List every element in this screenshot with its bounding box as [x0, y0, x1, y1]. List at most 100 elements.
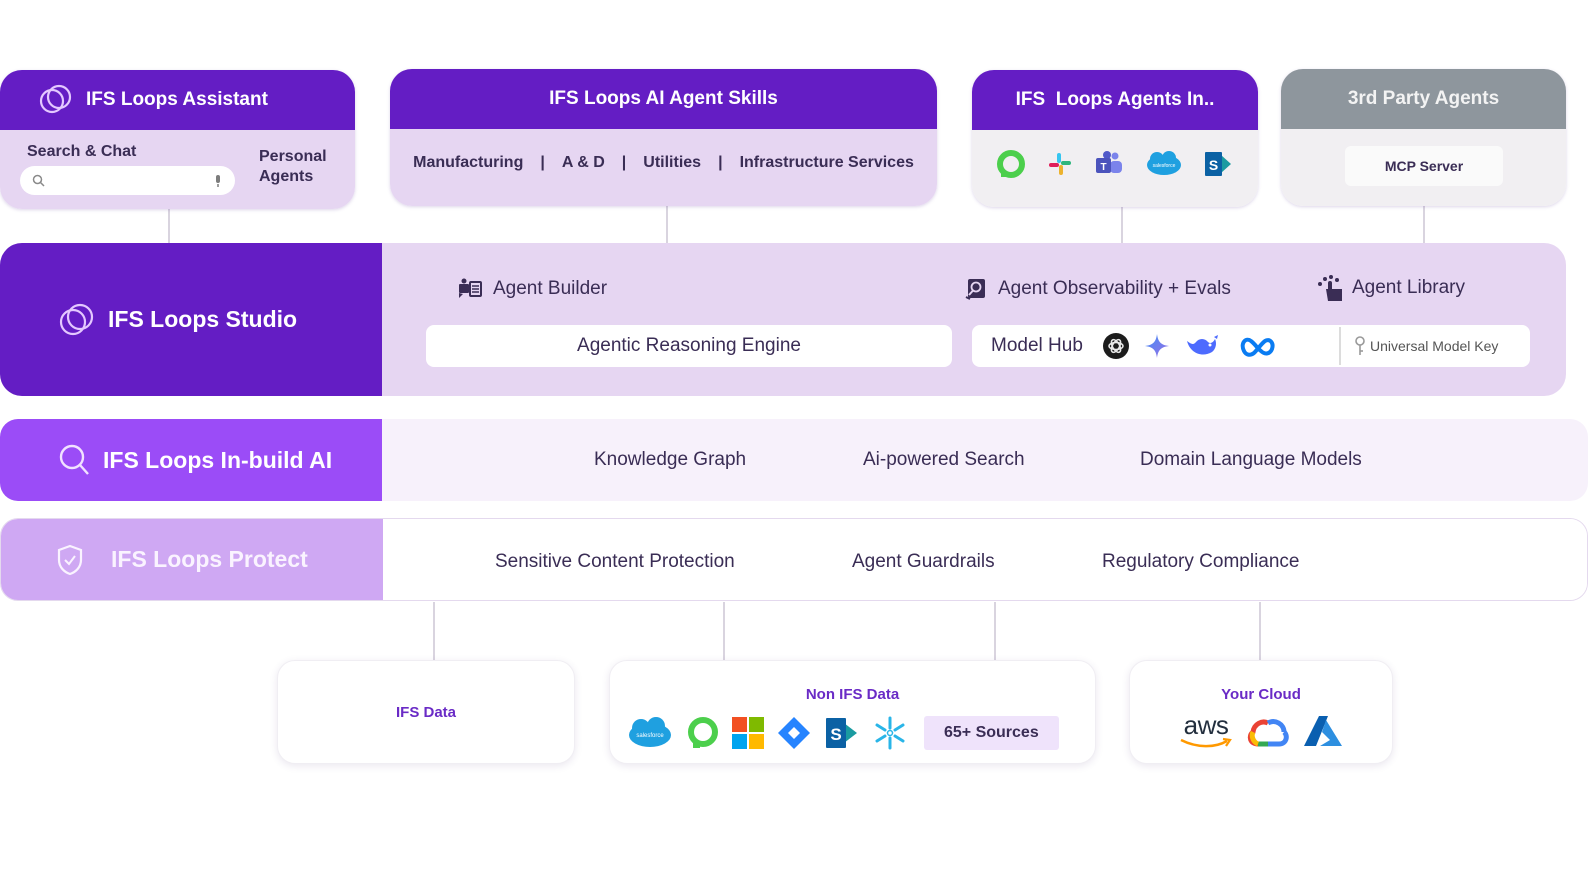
non-ifs-data-card: Non IFS Data salesforce S 65+ Sources [609, 660, 1096, 764]
mcp-server-button[interactable]: MCP Server [1345, 146, 1503, 186]
agents-in-card: IFS Loops Agents In.. T salesforce S [972, 70, 1258, 207]
svg-text:S: S [830, 725, 841, 744]
sharepoint-icon[interactable]: S [1203, 149, 1235, 179]
skill-item[interactable]: Manufacturing [413, 153, 524, 171]
salesforce-icon[interactable]: salesforce [626, 717, 674, 749]
cloud-providers-row: aws [1130, 711, 1392, 751]
gemini-icon[interactable] [1144, 333, 1170, 359]
inbuild-item[interactable]: Knowledge Graph [594, 449, 747, 470]
loops-logo-icon [58, 302, 96, 338]
protect-item[interactable]: Agent Guardrails [852, 551, 995, 572]
universal-model-key[interactable]: Universal Model Key [1354, 336, 1498, 356]
agent-library[interactable]: Agent Library [1316, 274, 1465, 302]
connector-line [433, 602, 435, 660]
openai-icon[interactable] [1102, 332, 1130, 360]
protect-item[interactable]: Regulatory Compliance [1102, 551, 1300, 572]
ifs-data-card[interactable]: IFS Data [277, 660, 575, 764]
svg-text:salesforce: salesforce [1152, 163, 1175, 169]
studio-content: Agent Builder Agent Observability + Eval… [382, 243, 1566, 396]
reasoning-engine-label: Agentic Reasoning Engine [577, 335, 801, 356]
agent-library-label: Agent Library [1352, 277, 1466, 298]
protect-label: IFS Loops Protect [1, 519, 383, 600]
agents-in-title: IFS Loops Agents In.. [1015, 89, 1215, 110]
salesforce-icon[interactable]: salesforce [1144, 150, 1184, 178]
jira-icon[interactable] [776, 715, 812, 751]
universal-model-key-label: Universal Model Key [1370, 338, 1499, 354]
ring-app-icon[interactable] [995, 148, 1027, 180]
search-input[interactable] [20, 166, 235, 195]
third-party-body: MCP Server [1281, 129, 1566, 206]
slack-icon[interactable] [1046, 150, 1074, 178]
third-party-title: 3rd Party Agents [1347, 88, 1500, 109]
assistant-title: IFS Loops Assistant [86, 89, 268, 110]
agents-in-body: T salesforce S [972, 130, 1258, 207]
ring-app-icon[interactable] [686, 716, 720, 750]
deepseek-icon[interactable] [1184, 333, 1220, 359]
inbuild-label: IFS Loops In-build AI [0, 419, 382, 501]
protect-item[interactable]: Sensitive Content Protection [495, 551, 735, 572]
meta-icon[interactable] [1238, 333, 1282, 359]
reasoning-engine-box[interactable]: Agentic Reasoning Engine [426, 325, 952, 367]
sources-count-badge[interactable]: 65+ Sources [924, 716, 1059, 750]
mcp-server-label: MCP Server [1384, 158, 1464, 174]
skill-separator: | [718, 153, 723, 171]
svg-text:S: S [1208, 157, 1217, 173]
your-cloud-title: Your Cloud [1221, 686, 1301, 703]
svg-text:T: T [1100, 162, 1106, 173]
agent-builder-icon [457, 277, 483, 301]
search-chat-label: Search & Chat [27, 143, 137, 160]
protect-layer: IFS Loops Protect Sensitive Content Prot… [0, 518, 1588, 601]
skills-body: Manufacturing | A & D | Utilities | Infr… [390, 129, 937, 206]
key-icon [1354, 336, 1366, 356]
sources-count-label: 65+ Sources [944, 724, 1039, 741]
agent-observability[interactable]: Agent Observability + Evals [964, 277, 1231, 301]
microphone-icon[interactable] [213, 174, 223, 188]
skill-item[interactable]: A & D [561, 153, 605, 171]
skills-header: IFS Loops AI Agent Skills [390, 69, 937, 129]
skill-item[interactable]: Utilities [643, 153, 702, 171]
snowflake-icon[interactable] [872, 715, 908, 751]
microsoft-icon[interactable] [732, 717, 764, 749]
model-hub-divider [1339, 327, 1341, 365]
inbuild-item[interactable]: Ai-powered Search [863, 449, 1025, 470]
aws-label: aws [1183, 710, 1229, 740]
agent-builder[interactable]: Agent Builder [457, 277, 607, 301]
connector-line [994, 602, 996, 660]
model-hub-box[interactable]: Model Hub Universal Model Key [972, 325, 1530, 367]
teams-icon[interactable]: T [1093, 150, 1125, 178]
skill-separator: | [540, 153, 545, 171]
inbuild-item[interactable]: Domain Language Models [1140, 449, 1362, 470]
connector-line [1121, 206, 1123, 244]
aws-icon[interactable]: aws [1178, 711, 1234, 751]
ifs-data-label: IFS Data [395, 703, 456, 721]
connector-line [723, 602, 725, 660]
studio-title: IFS Loops Studio [108, 306, 298, 332]
third-party-card: 3rd Party Agents MCP Server [1281, 69, 1566, 206]
agent-builder-label: Agent Builder [493, 278, 608, 299]
sharepoint-icon[interactable]: S [824, 715, 860, 751]
assistant-card: IFS Loops Assistant Search & Chat Person… [0, 70, 355, 209]
studio-layer: IFS Loops Studio Agent Builder Agent Obs… [0, 243, 1566, 396]
connector-line [1259, 602, 1261, 660]
inbuild-title: IFS Loops In-build AI [103, 446, 333, 473]
skill-separator: | [621, 153, 627, 171]
inbuild-content: Knowledge Graph Ai-powered Search Domain… [382, 419, 1588, 501]
non-ifs-data-title: Non IFS Data [805, 686, 900, 703]
assistant-body: Search & Chat Personal Agents [0, 130, 355, 209]
google-cloud-icon[interactable] [1246, 714, 1290, 748]
svg-text:salesforce: salesforce [636, 733, 664, 739]
skill-item[interactable]: Infrastructure Services [739, 153, 914, 171]
your-cloud-card: Your Cloud aws [1129, 660, 1393, 764]
loops-logo-icon [38, 84, 74, 116]
personal-agents-label[interactable]: Personal Agents [259, 147, 327, 187]
agent-library-icon [1316, 274, 1344, 302]
inbuild-layer: IFS Loops In-build AI Knowledge Graph Ai… [0, 419, 1588, 501]
observability-label: Agent Observability + Evals [998, 278, 1231, 299]
search-icon [57, 443, 91, 477]
agents-in-header: IFS Loops Agents In.. [972, 70, 1258, 130]
model-hub-label: Model Hub [991, 335, 1083, 356]
azure-icon[interactable] [1302, 714, 1344, 748]
search-icon [32, 174, 45, 187]
personal-agents-line1: Personal [259, 148, 327, 165]
assistant-header: IFS Loops Assistant [0, 70, 355, 130]
